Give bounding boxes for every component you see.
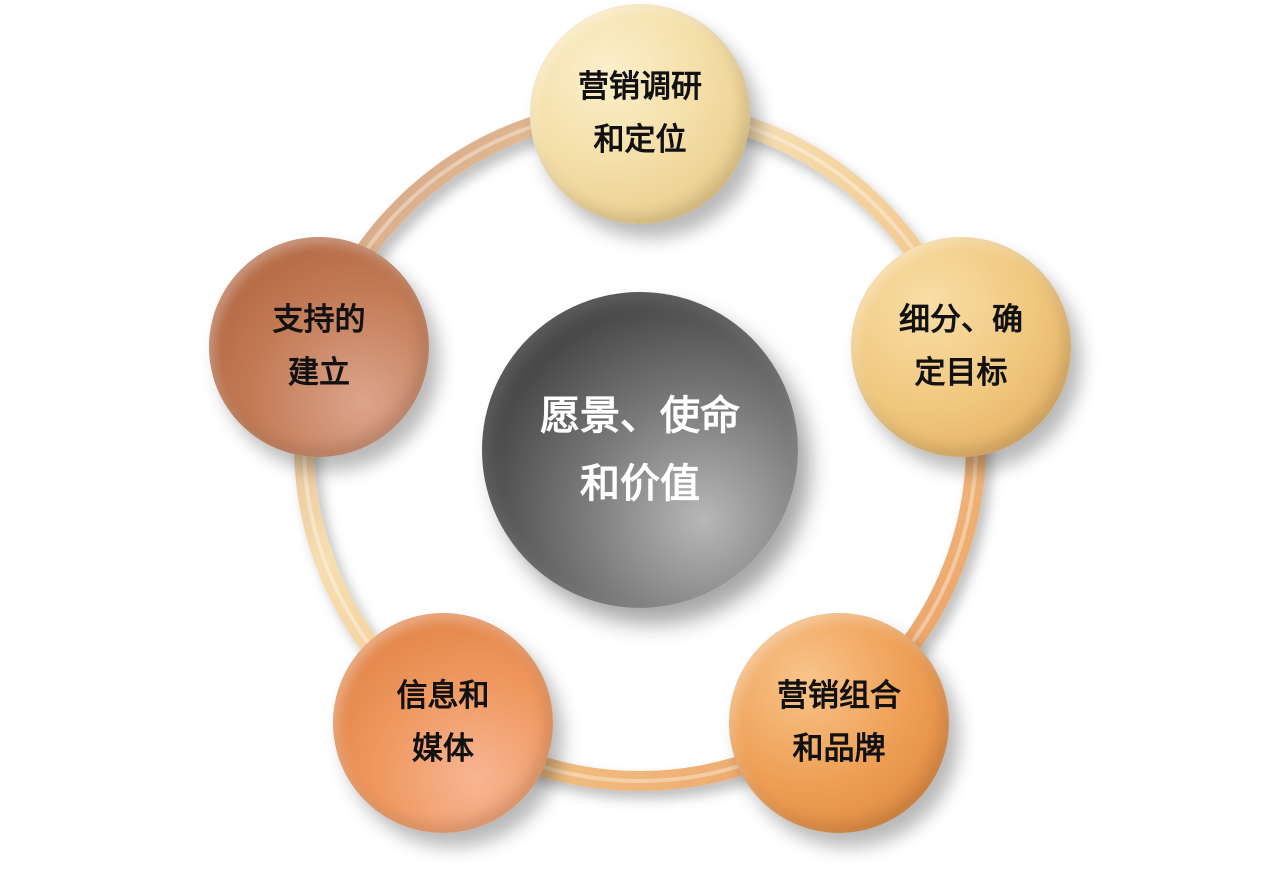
node-label: 支持的 建立 [272,302,366,391]
node-segmentation-targeting: 细分、确 定目标 [851,237,1071,457]
node-label: 营销组合 和品牌 [777,678,901,767]
node-label: 细分、确 定目标 [899,302,1023,391]
node-message-media: 信息和 媒体 [333,613,553,833]
node-support-building: 支持的 建立 [209,237,429,457]
node-label: 营销调研 和定位 [578,69,702,158]
node-label: 信息和 媒体 [396,678,490,767]
node-marketing-mix-brand: 营销组合 和品牌 [729,613,949,833]
center-label: 愿景、使命 和价值 [540,393,740,507]
center-vision-mission-values: 愿景、使命 和价值 [482,292,798,608]
node-marketing-research: 营销调研 和定位 [530,4,750,224]
